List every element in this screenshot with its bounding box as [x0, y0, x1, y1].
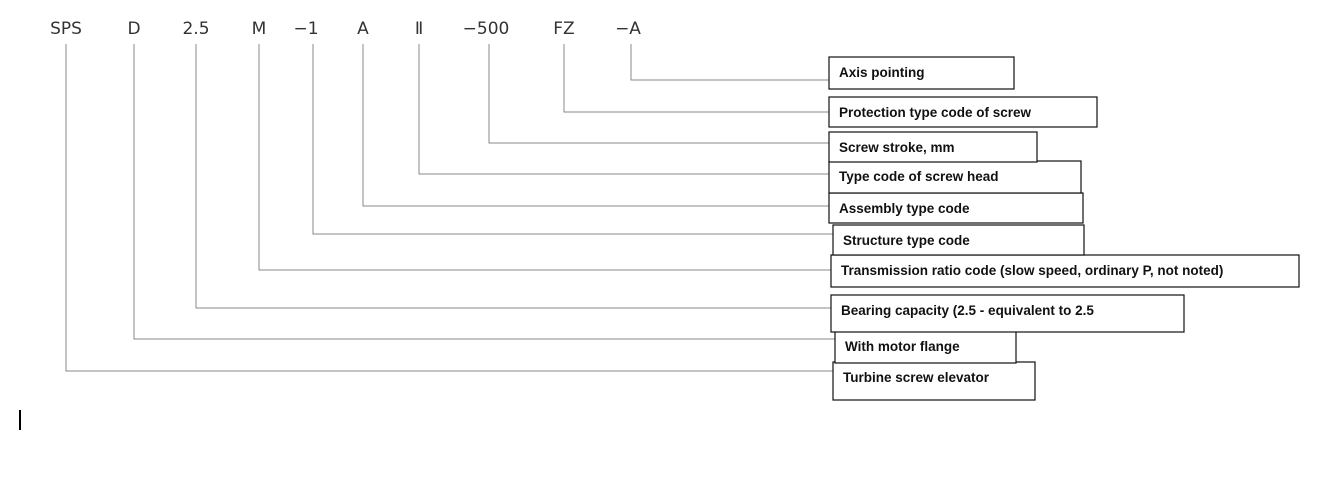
description-box-frame [828, 160, 1082, 194]
connector-line [133, 44, 835, 340]
connector-line [312, 44, 833, 235]
description-box-frame [828, 131, 1038, 163]
description-label: Transmission ratio code (slow speed, ord… [841, 263, 1223, 278]
connector-line [258, 44, 831, 271]
description-label: Axis pointing [839, 65, 925, 80]
description-box-frame [828, 192, 1084, 224]
description-label: Screw stroke, mm [839, 140, 955, 155]
code-segment: SPS [50, 19, 82, 39]
description-box: With motor flange [834, 330, 1017, 364]
code-segment: −A [615, 19, 641, 39]
code-segment: −1 [293, 19, 318, 39]
description-label: Structure type code [843, 233, 970, 248]
code-segment: −500 [463, 19, 510, 39]
code-segment: FZ [553, 19, 574, 39]
connector-line [630, 44, 829, 81]
description-box-frame [832, 361, 1036, 401]
code-segment: A [357, 19, 369, 39]
code-row: SPS D 2.5 M −1 A Ⅱ −500 FZ −A [50, 19, 641, 39]
connector-line [362, 44, 829, 207]
description-box-frame [834, 330, 1017, 364]
description-box: Axis pointing [828, 56, 1015, 90]
description-label: Bearing capacity (2.5 - equivalent to 2.… [841, 303, 1094, 318]
description-box: Bearing capacity (2.5 - equivalent to 2.… [830, 294, 1185, 333]
description-box: Turbine screw elevator [832, 361, 1036, 401]
code-segment: D [127, 19, 140, 39]
description-box: Assembly type code [828, 192, 1084, 224]
description-box: Transmission ratio code (slow speed, ord… [830, 254, 1300, 288]
description-label: Type code of screw head [839, 169, 999, 184]
code-segment: Ⅱ [415, 19, 423, 39]
description-box-frame [828, 96, 1098, 128]
description-boxes: Turbine screw elevator With motor flange B… [828, 56, 1300, 401]
code-segment: M [252, 19, 267, 39]
description-box-frame [830, 254, 1300, 288]
connector-line [488, 44, 829, 144]
description-box: Type code of screw head [828, 160, 1082, 194]
connector-lines [65, 44, 835, 372]
description-box-frame [832, 224, 1085, 256]
connector-line [65, 44, 833, 372]
description-label: Assembly type code [839, 201, 970, 216]
description-label: Turbine screw elevator [843, 370, 990, 385]
description-box-frame [830, 294, 1185, 333]
description-box-frame [828, 56, 1015, 90]
description-label: Protection type code of screw [839, 105, 1032, 120]
description-box: Protection type code of screw [828, 96, 1098, 128]
connector-line [195, 44, 831, 309]
description-box: Structure type code [832, 224, 1085, 256]
connector-line [563, 44, 829, 113]
description-label: With motor flange [845, 339, 960, 354]
description-box: Screw stroke, mm [828, 131, 1038, 163]
connector-line [418, 44, 829, 175]
code-segment: 2.5 [182, 19, 209, 39]
text-cursor [19, 410, 21, 430]
